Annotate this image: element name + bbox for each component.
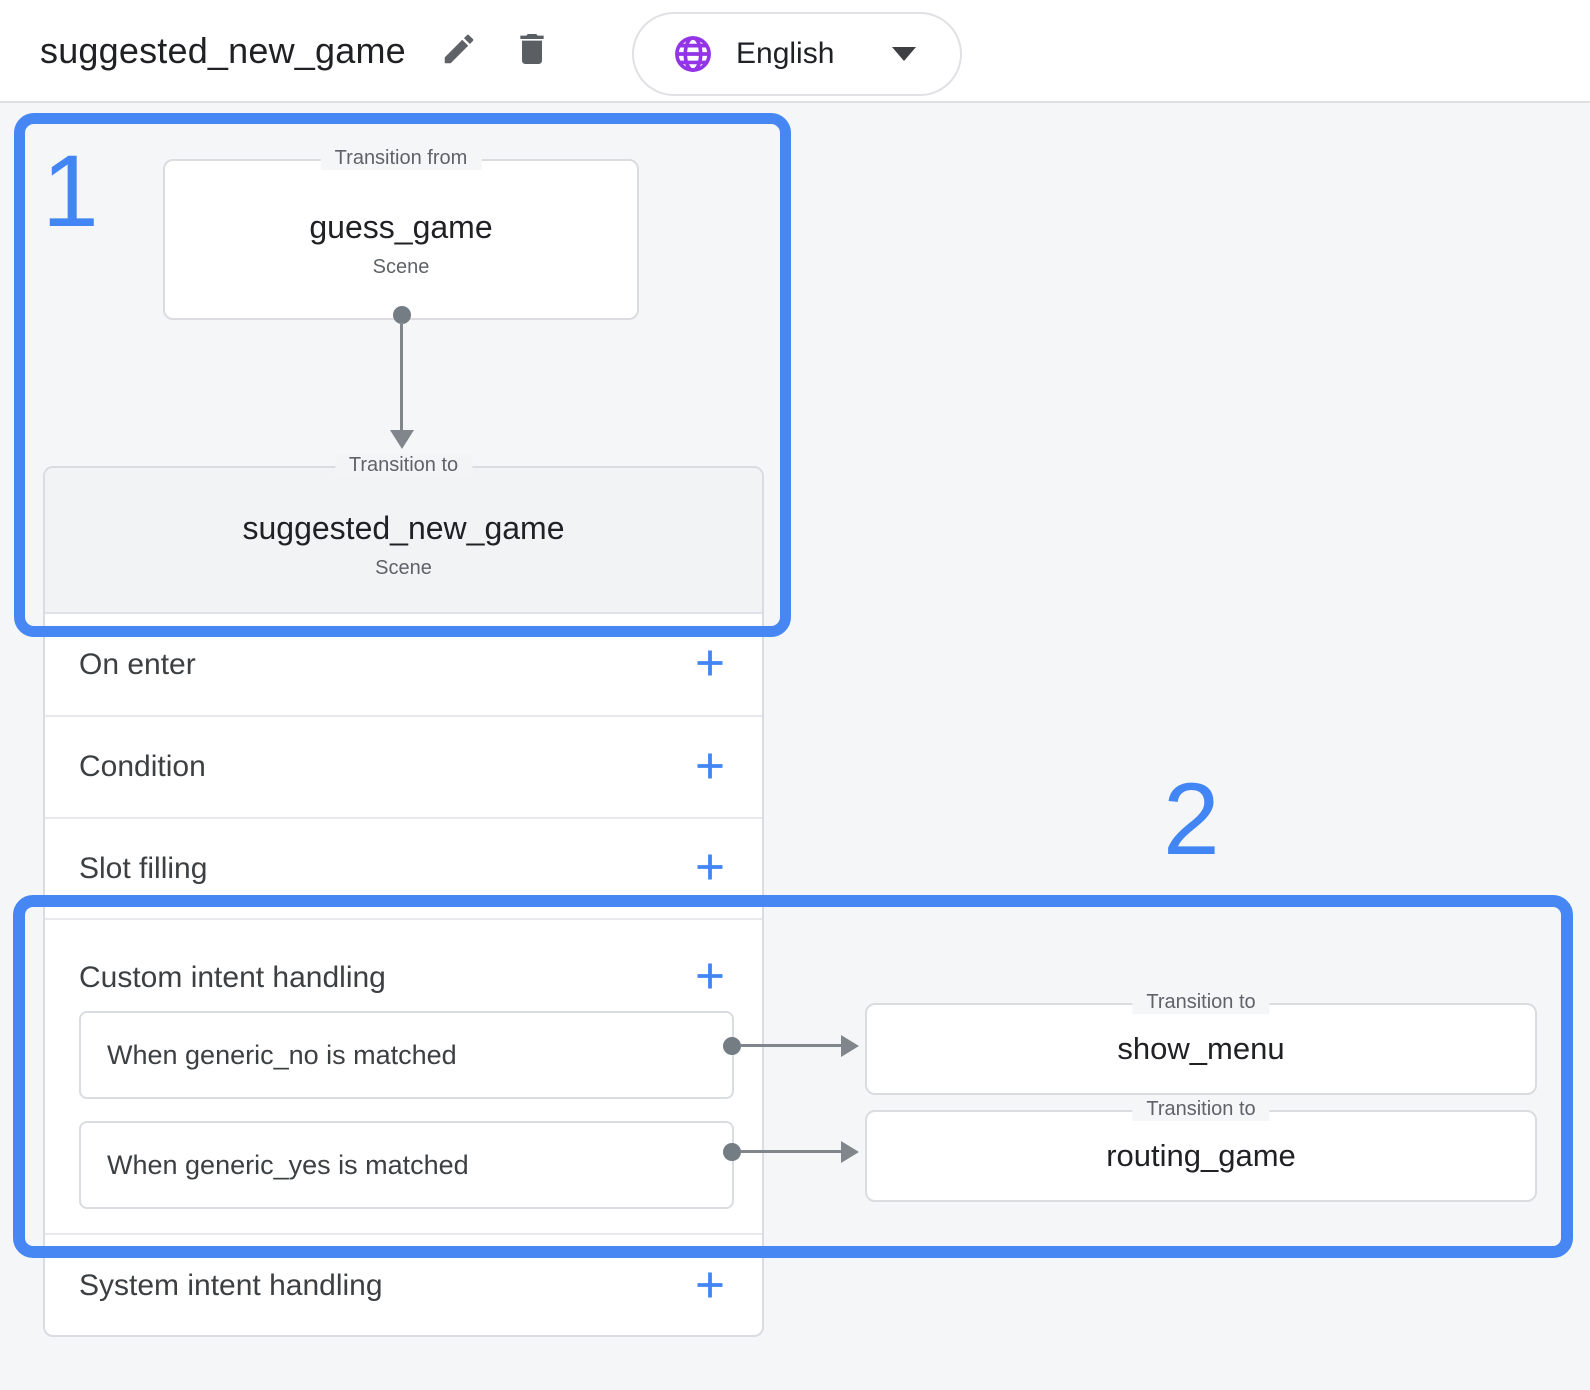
annotation-number-1: 1 [42, 134, 99, 248]
plus-icon [694, 1269, 726, 1304]
target-scene-name: routing_game [1106, 1138, 1296, 1173]
arrow-right-icon [841, 1035, 859, 1057]
transition-target-show-menu[interactable]: Transition to show_menu [865, 991, 1537, 1095]
connector-line [740, 1044, 844, 1047]
annotation-number-2: 2 [1163, 762, 1220, 876]
section-custom-intent-handling: Custom intent handling When generic_no i… [45, 920, 762, 1235]
add-system-intent-button[interactable] [694, 1269, 726, 1304]
connector-line [740, 1150, 844, 1153]
add-custom-intent-button[interactable] [694, 960, 726, 995]
section-on-enter: On enter [45, 614, 762, 717]
arrow-right-icon [841, 1141, 859, 1163]
add-on-enter-button[interactable] [694, 647, 726, 682]
connector-dot [393, 306, 411, 324]
plus-icon [694, 647, 726, 682]
target-scene-name: show_menu [1117, 1031, 1285, 1066]
header-bar: suggested_new_game [0, 0, 1590, 103]
section-label: Condition [79, 750, 206, 783]
section-slot-filling: Slot filling [45, 819, 762, 920]
current-scene-name: suggested_new_game [242, 510, 565, 546]
intent-condition-label: When generic_no is matched [107, 1039, 457, 1070]
transition-to-legend: Transition to [334, 454, 473, 477]
section-label: System intent handling [79, 1269, 383, 1302]
page-title: suggested_new_game [40, 29, 406, 71]
add-slot-filling-button[interactable] [694, 851, 726, 886]
from-scene-type: Scene [372, 256, 430, 278]
intent-card-generic-no[interactable]: When generic_no is matched [79, 1011, 734, 1099]
delete-scene-button[interactable] [512, 29, 552, 72]
connector-dot [723, 1037, 741, 1055]
connector-dot [723, 1143, 741, 1161]
intent-card-generic-yes[interactable]: When generic_yes is matched [79, 1121, 734, 1209]
transition-from-node[interactable]: Transition from guess_game Scene [163, 147, 639, 320]
transition-to-legend: Transition to [1132, 991, 1270, 1014]
transition-from-legend: Transition from [320, 147, 482, 170]
plus-icon [694, 851, 726, 886]
trash-icon [512, 29, 552, 72]
scene-panel: Transition to suggested_new_game Scene O… [43, 454, 764, 1337]
language-selector[interactable]: English [632, 12, 962, 96]
add-condition-button[interactable] [694, 750, 726, 785]
section-condition: Condition [45, 717, 762, 819]
transition-to-section: Transition to suggested_new_game Scene [45, 454, 762, 614]
pencil-icon [440, 30, 478, 71]
arrow-down-icon [390, 430, 414, 449]
language-label: English [736, 37, 835, 70]
globe-icon [672, 33, 714, 75]
from-scene-name: guess_game [309, 209, 493, 245]
section-label: Slot filling [79, 851, 208, 885]
section-label: Custom intent handling [79, 960, 386, 994]
plus-icon [694, 960, 726, 995]
plus-icon [694, 750, 726, 785]
chevron-down-icon [892, 47, 916, 61]
section-system-intent-handling: System intent handling [45, 1235, 762, 1337]
section-label: On enter [79, 647, 196, 681]
edit-scene-button[interactable] [440, 30, 478, 71]
transition-target-routing-game[interactable]: Transition to routing_game [865, 1098, 1537, 1202]
intent-condition-label: When generic_yes is matched [107, 1149, 469, 1180]
custom-intent-heading-row: Custom intent handling [45, 920, 762, 995]
connector-line [400, 322, 403, 430]
current-scene-type: Scene [375, 557, 432, 579]
transition-to-legend: Transition to [1132, 1098, 1270, 1121]
